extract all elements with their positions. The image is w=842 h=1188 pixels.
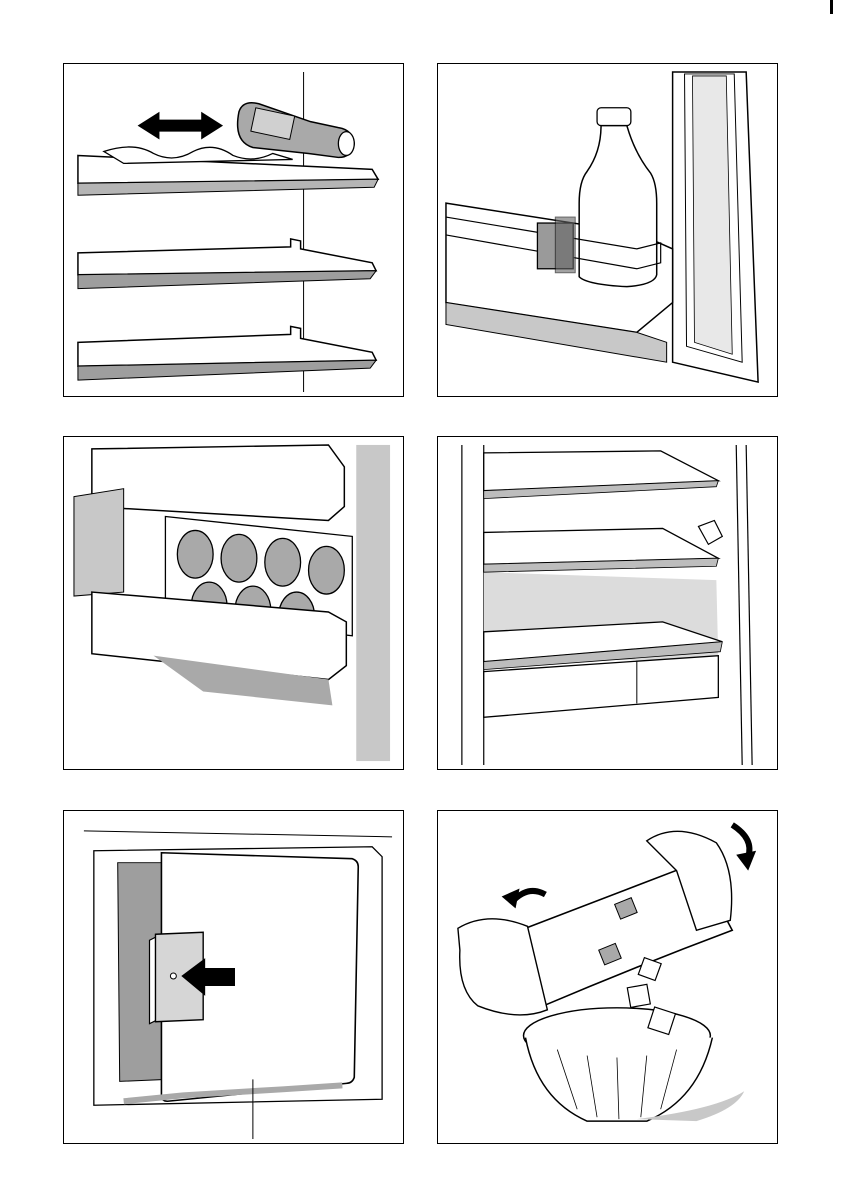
glass-shelves-illustration (438, 437, 777, 769)
bowl (524, 1008, 745, 1121)
figure-egg-tray (63, 436, 404, 770)
shelf-bracket-icon (698, 520, 722, 544)
ice-tray-illustration (438, 811, 777, 1143)
milk-bottle (579, 108, 657, 287)
figure-freezer-door (63, 810, 404, 1144)
wine-bottle (238, 103, 355, 158)
page-edge-mark (830, 0, 833, 14)
freezer-door-illustration (64, 811, 403, 1143)
figure-glass-shelves (437, 436, 778, 770)
wine-rack-illustration (64, 64, 403, 396)
figure-door-bottle-holder (437, 63, 778, 397)
egg-tray-illustration (64, 437, 403, 769)
door-bottle-holder-illustration (438, 64, 777, 396)
figure-ice-tray (437, 810, 778, 1144)
double-arrow-icon (138, 112, 223, 140)
figure-wine-rack (63, 63, 404, 397)
